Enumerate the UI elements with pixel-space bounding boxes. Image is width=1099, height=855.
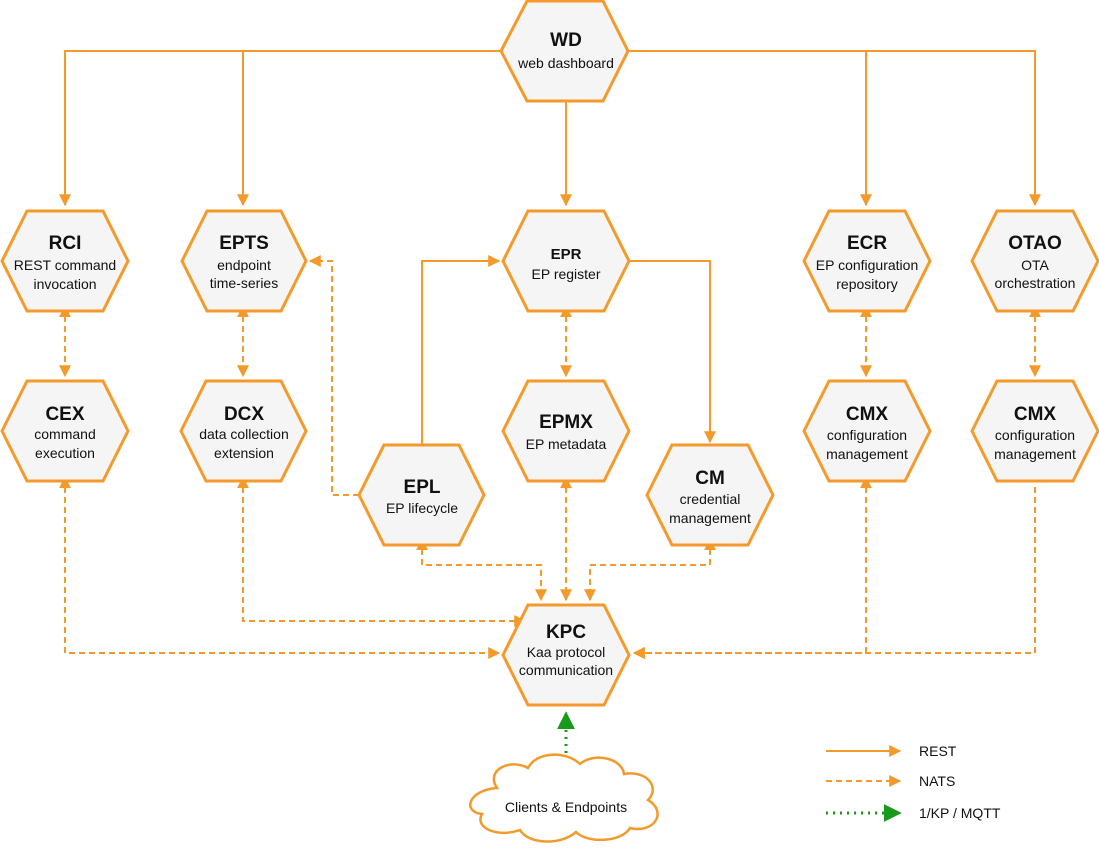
link-epl-kpc <box>416 538 547 602</box>
node-rci[interactable]: RCI REST command invocation <box>0 209 130 313</box>
node-epts[interactable]: EPTS endpoint time-series <box>180 209 308 313</box>
node-cmx-1-abbr: CMX <box>846 404 889 425</box>
node-ecr[interactable]: ECR EP configuration repository <box>802 209 932 313</box>
node-cm-desc-2: management <box>669 510 751 526</box>
node-cm-abbr: CM <box>695 468 725 489</box>
node-wd-abbr: WD <box>550 30 582 51</box>
node-epr-abbr: EPR <box>551 246 582 263</box>
node-dcx[interactable]: DCX data collection extension <box>179 379 308 483</box>
node-ecr-abbr: ECR <box>847 233 887 254</box>
link-epl-epts <box>308 255 359 496</box>
node-cmx-2-desc-1: configuration <box>995 427 1075 443</box>
clients-cloud-label: Clients & Endpoints <box>505 799 627 815</box>
node-otao-desc-1: OTA <box>1021 257 1049 273</box>
nats-links <box>59 255 1041 659</box>
clients-cloud[interactable]: Clients & Endpoints <box>469 753 659 843</box>
node-epts-desc-2: time-series <box>210 275 278 291</box>
link-epr-cm <box>628 260 716 444</box>
node-cmx-1-desc-1: configuration <box>827 427 907 443</box>
link-dcx-kpc <box>237 476 527 627</box>
node-cmx-2[interactable]: CMX configuration management <box>970 379 1099 483</box>
link-epl-epr <box>421 255 501 446</box>
node-cex-desc-1: command <box>34 426 95 442</box>
legend: REST NATS 1/KP / MQTT <box>826 743 1001 822</box>
node-cex-desc-2: execution <box>35 445 95 461</box>
node-cm[interactable]: CM credential management <box>645 443 775 547</box>
node-cmx-1-desc-2: management <box>826 446 908 462</box>
node-ecr-desc-2: repository <box>836 276 897 292</box>
node-cmx-2-abbr: CMX <box>1014 404 1057 425</box>
node-dcx-desc-1: data collection <box>199 426 289 442</box>
node-otao[interactable]: OTAO OTA orchestration <box>970 209 1099 313</box>
link-wd-otao <box>628 50 1041 207</box>
node-wd[interactable]: WD web dashboard <box>499 0 630 103</box>
node-epmx[interactable]: EPMX EP metadata <box>501 379 631 483</box>
legend-nats-label: NATS <box>919 773 955 789</box>
link-wd-rci <box>59 50 501 207</box>
link-cex-kpc <box>59 476 501 659</box>
node-otao-desc-2: orchestration <box>995 275 1076 291</box>
link-cm-kpc <box>584 538 716 602</box>
node-kpc-abbr: KPC <box>546 622 586 643</box>
node-epr-desc: EP register <box>532 266 601 282</box>
node-epr[interactable]: EPR EP register <box>501 209 631 313</box>
node-rci-abbr: RCI <box>49 233 82 254</box>
node-cm-desc-1: credential <box>680 491 741 507</box>
node-kpc-desc-2: communication <box>519 662 613 678</box>
node-kpc-desc-1: Kaa protocol <box>527 644 606 660</box>
node-wd-desc: web dashboard <box>517 55 614 71</box>
node-ecr-desc-1: EP configuration <box>816 257 918 273</box>
node-dcx-abbr: DCX <box>224 404 264 425</box>
node-epl-desc: EP lifecycle <box>386 500 458 516</box>
node-cex-abbr: CEX <box>45 404 84 425</box>
rest-links <box>59 50 1041 446</box>
node-cmx-2-desc-2: management <box>994 446 1076 462</box>
node-cex[interactable]: CEX command execution <box>0 379 130 483</box>
node-epmx-abbr: EPMX <box>539 412 593 433</box>
node-epts-desc-1: endpoint <box>217 257 271 273</box>
node-rci-desc-1: REST command <box>14 257 116 273</box>
node-kpc[interactable]: KPC Kaa protocol communication <box>501 603 631 707</box>
node-epl-abbr: EPL <box>404 477 441 498</box>
legend-rest-label: REST <box>919 743 957 759</box>
node-dcx-desc-2: extension <box>214 445 274 461</box>
node-cmx-1[interactable]: CMX configuration management <box>802 379 932 483</box>
node-rci-desc-2: invocation <box>33 276 96 292</box>
legend-kp-label: 1/KP / MQTT <box>919 805 1001 821</box>
node-otao-abbr: OTAO <box>1008 233 1061 254</box>
link-cmx2-kpc <box>632 487 1036 659</box>
node-epmx-desc: EP metadata <box>526 436 607 452</box>
node-epl[interactable]: EPL EP lifecycle <box>357 443 486 547</box>
node-epts-abbr: EPTS <box>219 233 269 254</box>
